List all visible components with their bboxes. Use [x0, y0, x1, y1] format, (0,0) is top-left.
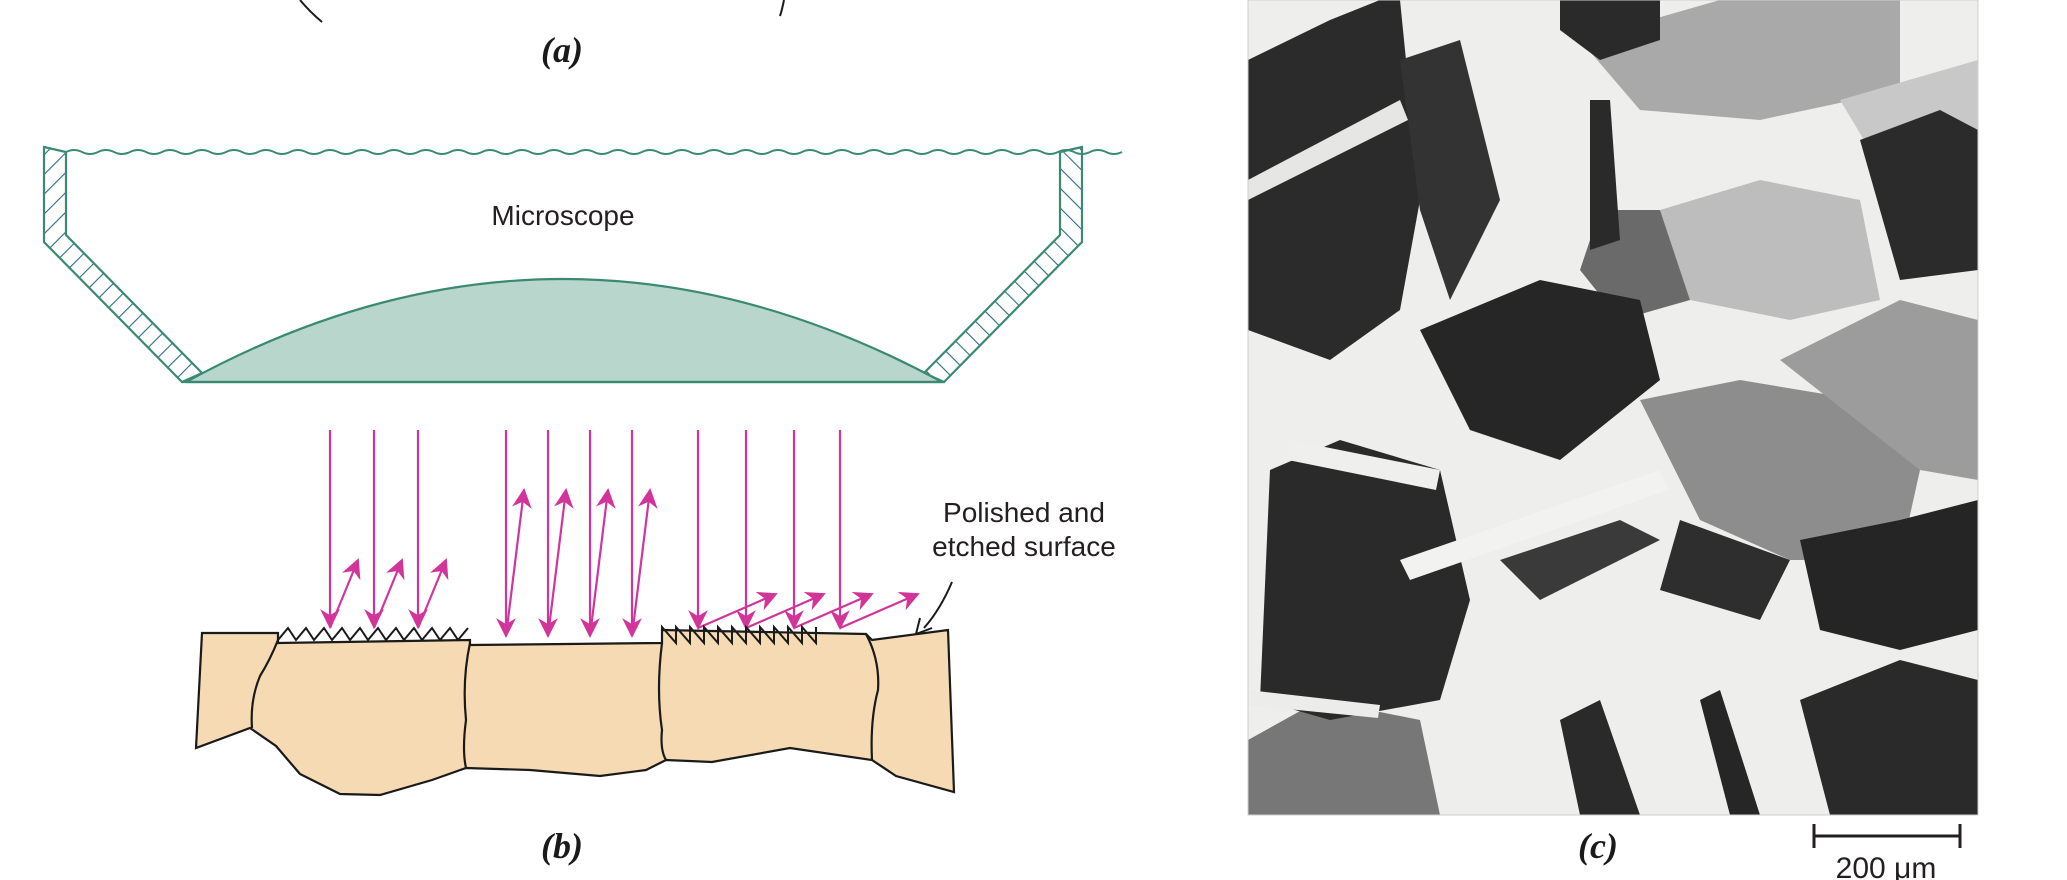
- light-rays: [330, 430, 918, 636]
- scale-bar-label: 200 μm: [1836, 852, 1937, 880]
- objective-lens: [186, 279, 942, 382]
- micrograph: [1248, 0, 1978, 815]
- specimen: Polished and etched surface: [196, 497, 1116, 795]
- surface-label-line2: etched surface: [932, 531, 1116, 562]
- panel-a-curve-left: [300, 0, 322, 22]
- scale-bar: 200 μm: [1814, 824, 1960, 880]
- specimen-slab: [196, 630, 954, 795]
- surface-pointer: [924, 582, 952, 628]
- grain-grey: [1660, 180, 1880, 320]
- etched-surface-left: [278, 628, 468, 640]
- surface-label-line1: Polished and: [943, 497, 1105, 528]
- reflected-ray: [330, 560, 358, 628]
- reflected-ray: [418, 560, 446, 628]
- panel-c-label: (c): [1578, 826, 1618, 866]
- microscope-objective: Microscope: [44, 147, 1122, 382]
- panel-b-label: (b): [541, 826, 583, 866]
- microscope-label: Microscope: [491, 200, 634, 231]
- wavy-top-line: [66, 150, 1122, 154]
- reflected-ray: [746, 594, 824, 628]
- panel-a: (a): [300, 0, 784, 70]
- panel-a-label: (a): [541, 30, 583, 70]
- reflected-ray: [632, 490, 650, 636]
- reflected-ray: [374, 560, 402, 628]
- reflected-ray: [698, 594, 776, 628]
- reflected-ray: [840, 594, 918, 628]
- reflected-ray: [794, 594, 872, 628]
- panel-a-curve-right: [780, 0, 784, 16]
- housing-right-wall: [924, 147, 1082, 382]
- reflected-ray: [506, 490, 524, 636]
- reflected-ray: [590, 490, 608, 636]
- housing-left-wall: [44, 147, 202, 382]
- reflected-ray: [548, 490, 566, 636]
- grain-dark: [1260, 440, 1470, 720]
